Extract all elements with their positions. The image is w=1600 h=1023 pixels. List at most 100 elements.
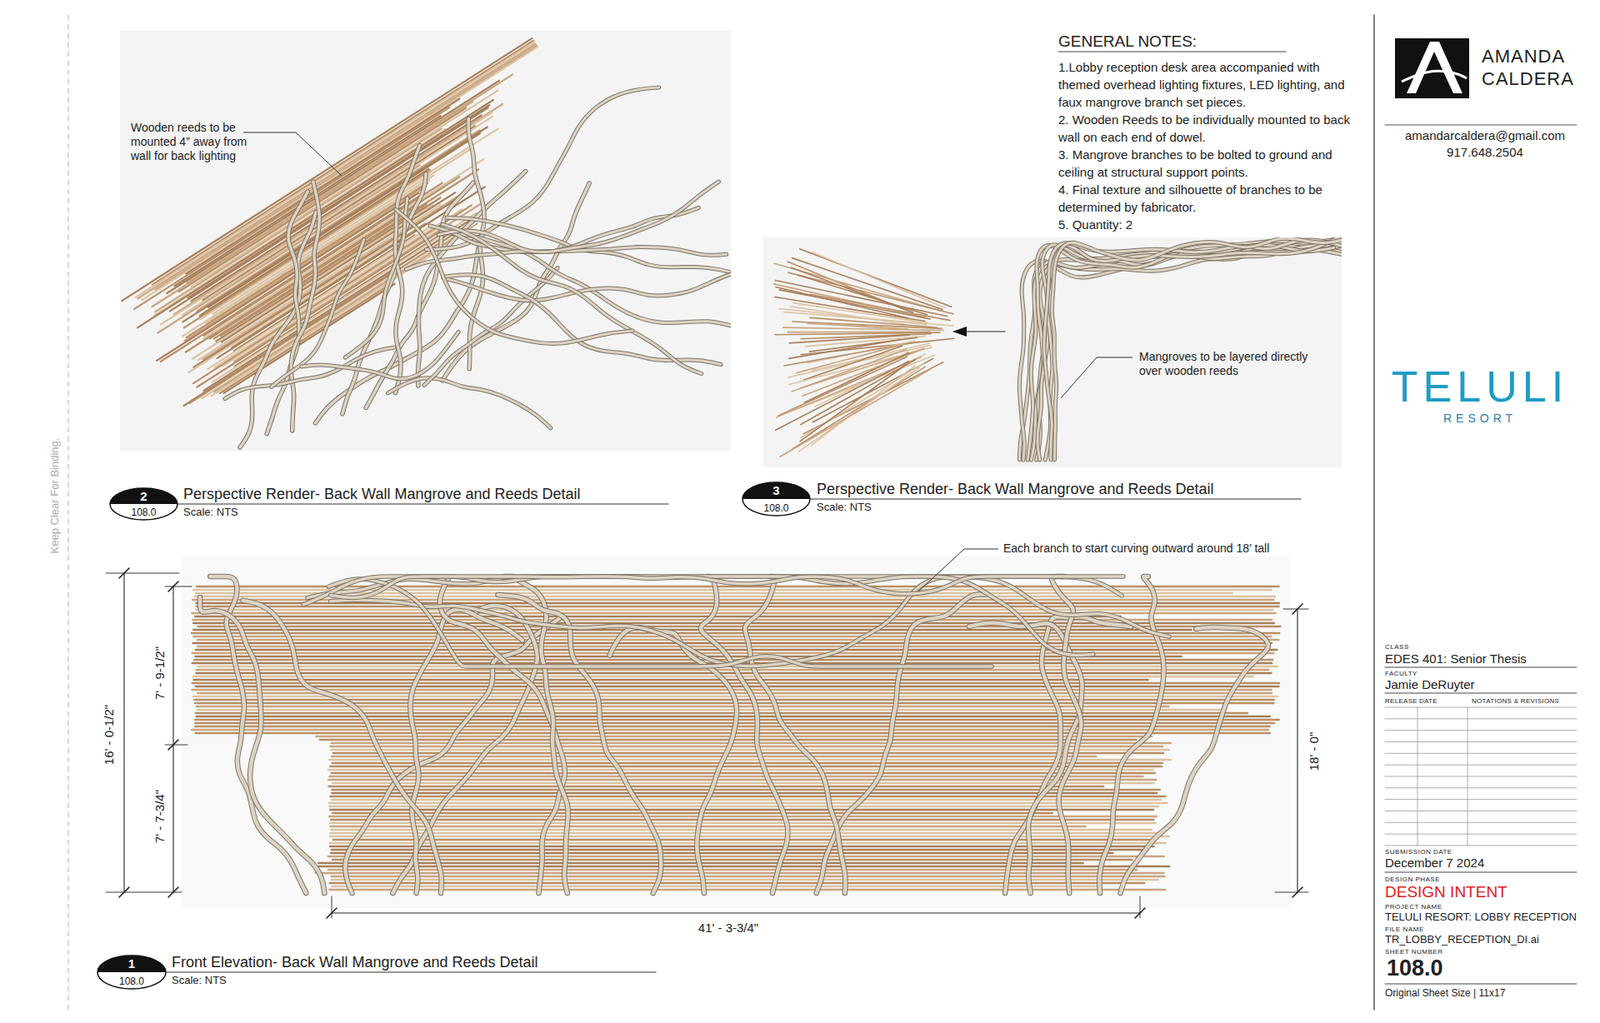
mangrove-branch xyxy=(1120,627,1269,894)
bubble-top xyxy=(110,488,178,505)
title-underline xyxy=(810,498,1301,500)
dimension-line xyxy=(1296,609,1298,893)
callout-note: Mangroves to be layered directly over wo… xyxy=(1139,350,1310,379)
wooden-reed xyxy=(330,825,1085,829)
mangrove-branch-outline xyxy=(410,609,523,894)
mangrove-branch xyxy=(1051,576,1081,894)
wooden-reed xyxy=(330,842,1166,845)
field-label: FACULTY xyxy=(1385,670,1418,678)
mangrove-branch-outline xyxy=(1037,245,1334,460)
mangrove-branch xyxy=(1051,237,1342,460)
mangrove-branch-outline xyxy=(1027,245,1342,460)
mangrove-branch-outline xyxy=(1019,245,1342,460)
revision-grid xyxy=(1467,707,1469,846)
mangrove-branch-outline xyxy=(445,275,721,365)
resort-logo: RESORT xyxy=(1443,411,1517,425)
field-label: RELEASE xyxy=(1385,697,1418,705)
field-label: PROJECT NAME xyxy=(1385,903,1443,911)
extension-line xyxy=(165,745,188,746)
wooden-reed xyxy=(195,615,1120,619)
view-title: Perspective Render- Back Wall Mangrove a… xyxy=(816,480,1215,498)
callout-note: Each branch to start curving outward aro… xyxy=(1003,541,1270,556)
wooden-reed xyxy=(319,865,1170,869)
revision-grid xyxy=(1385,753,1577,755)
mangrove-branch xyxy=(345,619,560,894)
wooden-reed xyxy=(215,209,463,368)
designer-name: AMANDA xyxy=(1481,45,1565,68)
wooden-reed xyxy=(194,679,1149,682)
rule xyxy=(1385,667,1577,669)
dimension-tick xyxy=(168,740,179,750)
sheet-number: 108.0 xyxy=(1386,955,1444,982)
mangrove-branch xyxy=(1019,246,1342,460)
wooden-reed xyxy=(330,882,1145,885)
bubble-ring xyxy=(110,488,178,520)
field-value: Original Sheet Size | 11x17 xyxy=(1385,987,1505,1000)
mangrove-branch-outline xyxy=(1051,237,1342,460)
mangrove-branch-outline xyxy=(1045,237,1342,460)
wooden-reed xyxy=(805,352,910,402)
mangrove-branch xyxy=(410,609,523,894)
general-note: 2. Wooden Reeds to be individually mount… xyxy=(1058,110,1352,146)
mangrove-branch-outline xyxy=(424,267,558,385)
logo-letter xyxy=(1406,41,1463,94)
mangrove-branch xyxy=(425,87,659,250)
mangrove-branch xyxy=(1019,245,1342,460)
render-2 xyxy=(121,38,731,448)
dimension-tick xyxy=(326,908,337,919)
revision-grid xyxy=(1385,834,1577,835)
rule xyxy=(1385,125,1577,126)
wooden-reed xyxy=(332,812,1053,815)
wooden-reed xyxy=(328,779,1156,782)
wooden-reed xyxy=(320,739,1136,742)
dimension-line xyxy=(123,573,125,893)
wooden-reed xyxy=(332,782,1154,785)
mangrove-branch xyxy=(1027,245,1342,460)
callout-note: Wooden reeds to be mounted 4” away from … xyxy=(130,120,269,164)
render-panel xyxy=(120,30,731,451)
general-note: 1.Lobby reception desk area accompanied … xyxy=(1058,58,1352,111)
mangrove-branch xyxy=(392,605,537,894)
mangrove-branch-outline xyxy=(330,576,1124,598)
contact-phone: 917.648.2504 xyxy=(1446,145,1524,160)
view-bubble: 1108.0 xyxy=(96,955,167,990)
wooden-reed xyxy=(331,742,1171,745)
wooden-reed xyxy=(332,762,1163,765)
mangrove-branch-outline xyxy=(745,576,845,894)
wooden-reed xyxy=(330,745,1164,749)
wooden-reed xyxy=(156,193,419,361)
wooden-reed xyxy=(331,885,1099,889)
notes-underline xyxy=(1058,51,1286,53)
wooden-reed xyxy=(331,875,1165,879)
field-label: NOTATIONS & REVISIONS xyxy=(1471,697,1560,705)
wooden-reed xyxy=(331,879,1159,882)
mangrove-branch xyxy=(1044,240,1342,460)
wooden-reed xyxy=(328,855,1165,859)
wooden-reed xyxy=(195,672,1271,675)
logo-swoosh xyxy=(1401,70,1467,82)
contact-email: amandarcaldera@gmail.com xyxy=(1405,128,1565,144)
mangrove-branch xyxy=(424,267,558,385)
wooden-reed xyxy=(196,669,1269,672)
mangrove-branch xyxy=(498,595,662,894)
wooden-reed xyxy=(330,852,1113,855)
dimension: 18' - 0" xyxy=(1306,732,1322,772)
notes-block: 1.Lobby reception desk area accompanied … xyxy=(1058,58,1352,234)
wooden-reed xyxy=(328,769,1154,772)
wooden-reed xyxy=(330,749,1169,752)
wooden-reed xyxy=(330,889,1166,892)
dimension-line xyxy=(172,586,174,893)
wooden-reed xyxy=(328,869,1137,872)
render-3 xyxy=(774,237,1342,460)
revision-grid xyxy=(1385,730,1577,731)
dimension-tick xyxy=(1135,908,1145,919)
dimension: 16' - 0-1/2" xyxy=(101,705,117,765)
wooden-reed xyxy=(193,629,1191,632)
mangrove-branch-outline xyxy=(1044,240,1342,460)
wooden-reed xyxy=(196,715,1270,719)
field-label: DATE xyxy=(1419,697,1438,705)
dimension-tick xyxy=(1292,887,1303,898)
wooden-reed xyxy=(196,705,1170,709)
revision-grid xyxy=(1385,707,1577,709)
wooden-reed xyxy=(331,755,1096,759)
